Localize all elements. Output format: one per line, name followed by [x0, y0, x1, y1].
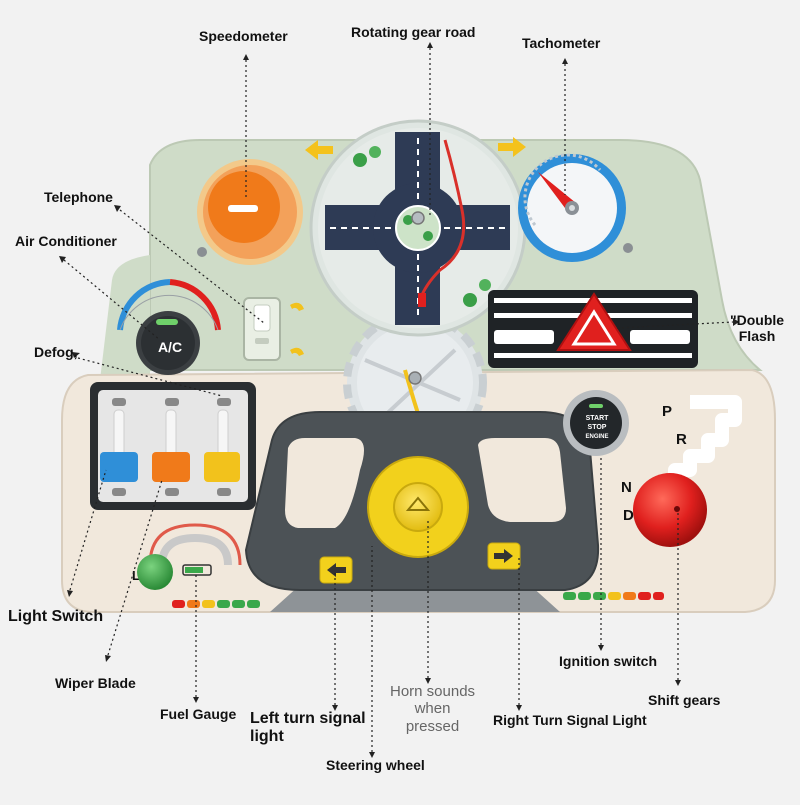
light-toggle-switch[interactable] — [100, 409, 138, 482]
callout-double-flash-line1: "Double — [730, 312, 785, 328]
gear-label-p: P — [662, 403, 672, 420]
arrow-right-icon — [494, 549, 513, 563]
ignition-label-stop: STOP — [588, 424, 607, 431]
callout-shift-gears: Shift gears — [648, 692, 721, 708]
ac-knob-label: A/C — [158, 339, 182, 355]
screw-icon — [623, 243, 633, 253]
callout-right-turn-signal: Right Turn Signal Light — [493, 712, 647, 728]
left-arrow-icon — [305, 140, 333, 160]
ac-knob[interactable]: A/C — [136, 311, 200, 375]
horn-button[interactable] — [367, 456, 469, 558]
callout-air-conditioner: Air Conditioner — [15, 233, 117, 249]
callout-steering-wheel: Steering wheel — [326, 757, 425, 773]
ac-gauge — [117, 279, 221, 331]
callout-rotating-gear-road: Rotating gear road — [351, 24, 476, 40]
right-turn-signal-button[interactable] — [487, 542, 521, 570]
callout-speedometer: Speedometer — [199, 28, 288, 44]
hazard-button[interactable] — [556, 292, 632, 351]
gear-shift-track: P R N D — [621, 395, 742, 524]
switch-panel-icons — [112, 398, 231, 496]
callout-double-flash-line2: Flash — [738, 328, 776, 345]
callout-left-turn-line2: light — [250, 728, 284, 746]
callout-light-switch: Light Switch — [8, 608, 104, 625]
speedometer-knob[interactable] — [197, 159, 303, 265]
callout-tachometer: Tachometer — [522, 35, 601, 51]
callout-arrowheads — [59, 42, 739, 758]
gear-shift-knob[interactable] — [633, 473, 707, 547]
tachometer-dial[interactable] — [518, 153, 626, 262]
left-turn-signal-button[interactable] — [319, 556, 353, 584]
gear-label-r: R — [676, 431, 687, 448]
fuel-knob[interactable] — [137, 554, 173, 590]
right-arrow-icon — [498, 137, 526, 157]
right-led-strip — [563, 592, 664, 600]
phone-icon — [290, 302, 304, 356]
callout-ignition-switch: Ignition switch — [559, 653, 657, 669]
callout-horn-line2: when — [414, 700, 451, 718]
callout-left-turn-line1: Left turn signal — [250, 710, 366, 727]
ignition-label-engine: ENGINE — [585, 434, 608, 440]
callout-wiper-blade: Wiper Blade — [55, 675, 136, 691]
arrow-left-icon — [327, 563, 346, 577]
fuel-gauge-letter: L — [132, 568, 140, 583]
callout-horn-line1: Horn sounds — [390, 683, 476, 700]
callout-leader-lines — [63, 48, 734, 752]
callout-double-flash: "Double Flash — [730, 312, 784, 344]
screw-icon — [197, 247, 207, 257]
ignition-button[interactable]: START STOP ENGINE — [563, 390, 629, 456]
callout-horn-line3: pressed — [405, 717, 460, 735]
gear-label-d: D — [623, 507, 634, 524]
rotating-gear-road-disc[interactable] — [309, 119, 527, 337]
callout-fuel-gauge: Fuel Gauge — [160, 706, 237, 722]
telephone-switch[interactable] — [243, 297, 281, 361]
callout-left-turn-signal: Left turn signal light — [250, 710, 366, 747]
left-led-strip — [172, 600, 260, 608]
wiper-toggle-switch[interactable] — [152, 409, 190, 482]
horn-icon — [405, 496, 431, 511]
ignition-label-start: START — [586, 415, 610, 422]
defog-toggle-switch[interactable] — [204, 409, 240, 482]
callout-defog: Defog, — [34, 344, 78, 360]
fuel-gauge: L — [132, 523, 242, 583]
callout-horn: Horn sounds when pressed — [390, 683, 475, 735]
callout-telephone: Telephone — [44, 189, 113, 205]
gear-label-n: N — [621, 479, 632, 496]
